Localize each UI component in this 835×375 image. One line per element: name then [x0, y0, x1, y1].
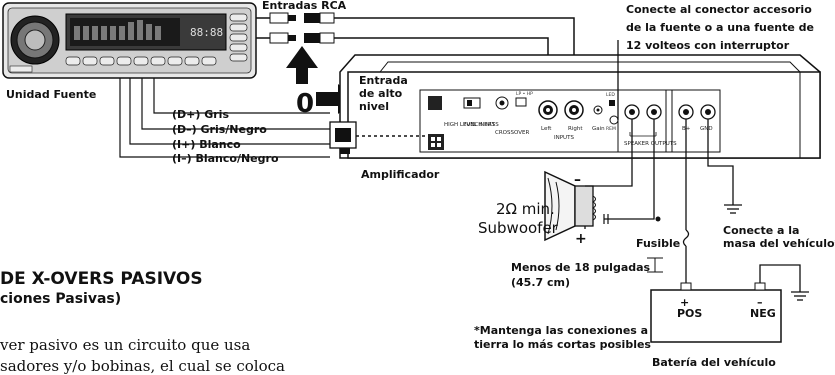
- battery-pos-label: POS: [677, 307, 702, 320]
- panel-punch-bass: PUNCH BASS: [463, 122, 499, 128]
- panel-speaker-outputs: SPEAKER OUTPUTS: [624, 141, 677, 147]
- head-unit-label: Unidad Fuente: [6, 88, 96, 101]
- panel-left: Left: [541, 126, 552, 132]
- panel-rem: REM: [606, 126, 616, 132]
- panel-right: Right: [568, 126, 583, 132]
- fuse-label: Fusible: [636, 237, 680, 250]
- battery-minus: –: [757, 296, 763, 309]
- harness-connector: [329, 121, 357, 154]
- svg-text:88:88: 88:88: [190, 26, 223, 39]
- section-body-line-2: sadores y/o bobinas, el cual se coloca: [0, 357, 285, 375]
- high-level-line-1: Entrada: [359, 74, 408, 87]
- panel-high-level-input: HIGH LEVEL INPUT: [444, 122, 496, 128]
- accessory-line-2: de la fuente o a una fuente de: [626, 21, 814, 34]
- panel-gnd: GND: [700, 126, 713, 132]
- amplifier-body: [339, 54, 821, 159]
- panel-led: LED: [606, 92, 615, 98]
- sub-plus-sign: +: [575, 231, 587, 247]
- or-marker: 0: [296, 89, 314, 119]
- arrow-up-icon: [286, 46, 318, 84]
- wire-label-3: (I+) Blanco: [172, 138, 241, 151]
- panel-lp-hp: LP • HP: [516, 91, 533, 97]
- accessory-line-3: 12 volteos con interruptor: [626, 39, 790, 52]
- note-line-1: *Mantenga las conexiones a: [474, 324, 648, 337]
- battery-ground-icon: [791, 291, 809, 301]
- high-level-line-3: nivel: [359, 100, 389, 113]
- distance-line-2: (45.7 cm): [511, 276, 570, 289]
- rca-cables-source: [256, 12, 335, 44]
- subwoofer-speaker: [544, 170, 596, 242]
- section-heading: DE X-OVERS PASIVOS: [0, 269, 203, 289]
- head-unit: 88:88: [2, 2, 257, 79]
- wire-label-4: (I–) Blanco/Negro: [172, 152, 279, 165]
- panel-inputs: INPUTS: [554, 135, 574, 141]
- wire-label-2: (D–) Gris/Negro: [172, 123, 267, 136]
- panel-crossover: CROSSOVER: [495, 130, 529, 136]
- accessory-line-1: Conecte al conector accesorio: [626, 3, 812, 16]
- subwoofer-label: Subwoofer: [478, 219, 559, 237]
- rca-inputs-label: Entradas RCA: [262, 0, 347, 12]
- ground-line-2: masa del vehículo*: [723, 237, 835, 250]
- section-body-line-1: ver pasivo es un circuito que usa: [0, 336, 251, 354]
- distance-line-1: Menos de 18 pulgadas: [511, 261, 651, 274]
- wire-label-1: (D+) Gris: [172, 108, 229, 121]
- section-subheading: ciones Pasivas): [0, 291, 122, 307]
- battery: [650, 282, 782, 343]
- head-unit-wires: [119, 78, 330, 158]
- high-level-line-2: de alto: [359, 87, 403, 100]
- battery-label: Batería del vehículo: [652, 356, 776, 369]
- amp-panel-controls: [428, 96, 716, 150]
- panel-gain: Gain: [592, 126, 605, 132]
- note-line-2: tierra lo más cortas posibles: [474, 338, 651, 351]
- amplifier-label: Amplificador: [361, 168, 440, 181]
- sub-minus-sign: –: [574, 172, 581, 188]
- ground-line-1: Conecte a la: [723, 224, 799, 237]
- speaker-wires: [584, 119, 655, 229]
- battery-neg-label: NEG: [750, 307, 776, 320]
- sub-ohms-label: 2Ω min.: [496, 200, 555, 218]
- ground-icon: [724, 204, 742, 214]
- fuse-icon: [682, 229, 690, 247]
- distance-bracket: [647, 257, 663, 273]
- battery-plus: +: [680, 296, 689, 309]
